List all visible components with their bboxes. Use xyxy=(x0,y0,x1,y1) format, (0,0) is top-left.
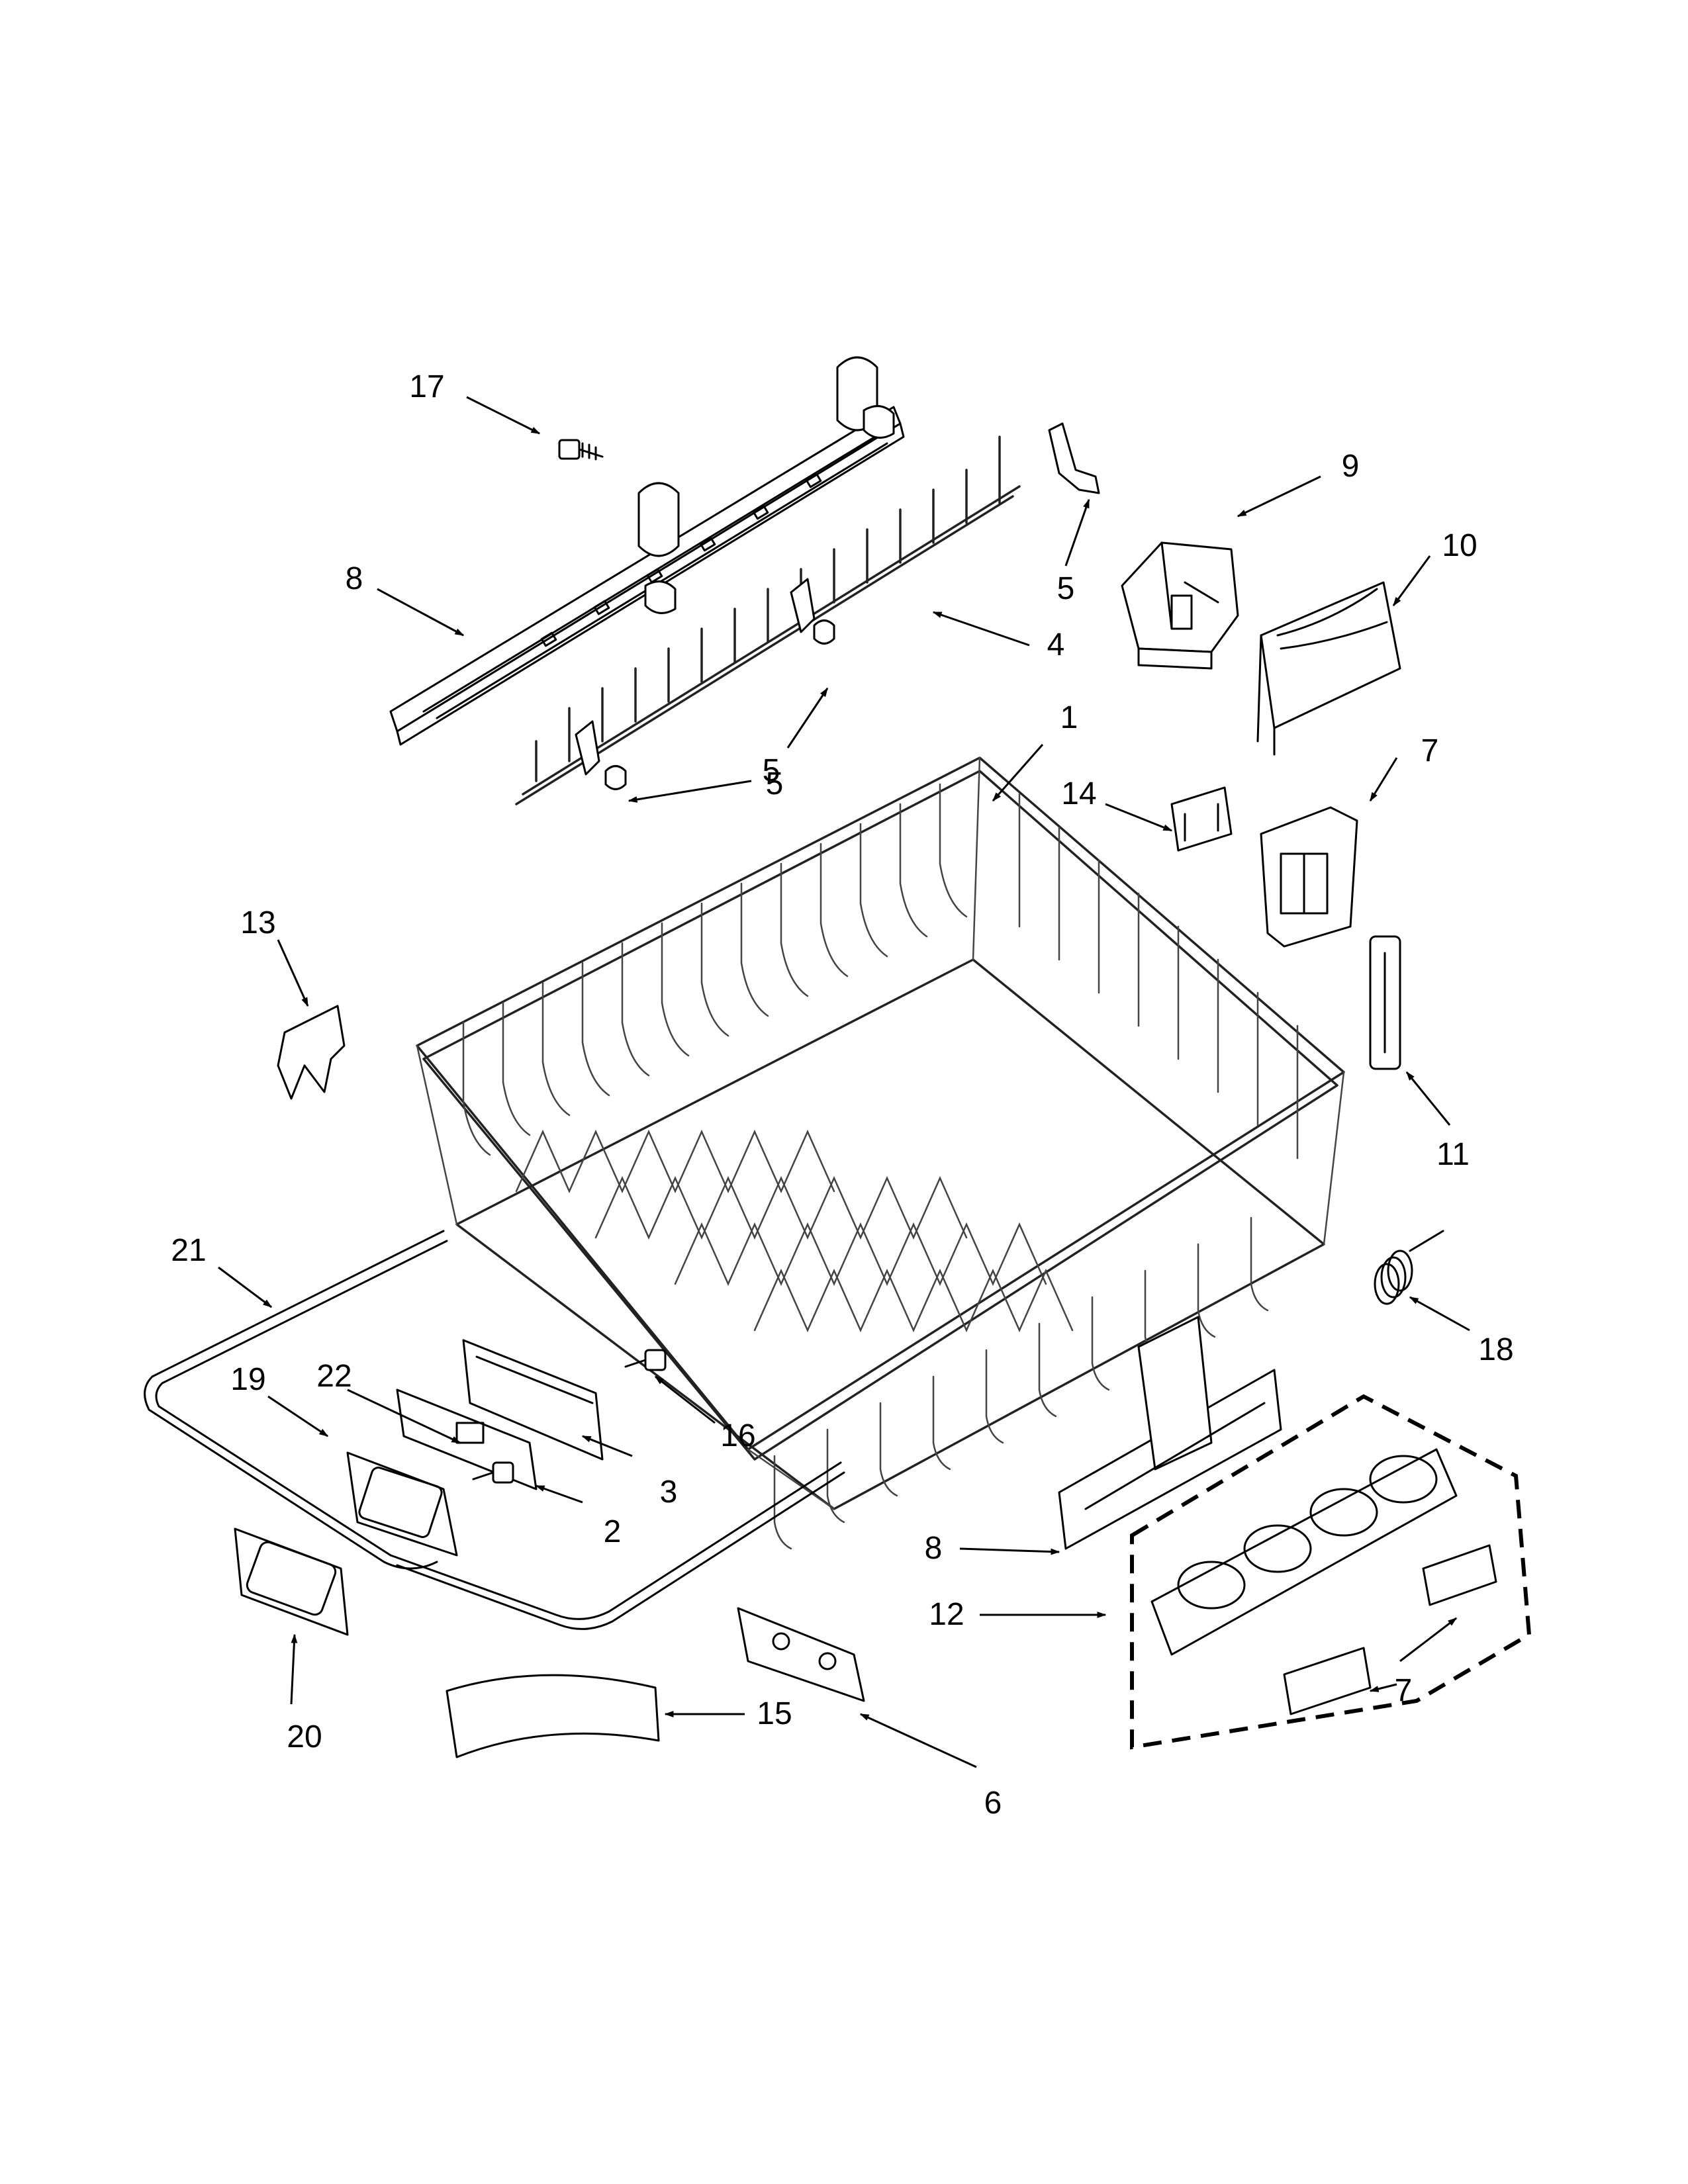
latch-part-13 xyxy=(1369,935,1401,1070)
bracket-part-9 xyxy=(1260,806,1358,948)
callout-5-left: 5 xyxy=(766,766,784,801)
slide-bracket-part-10 xyxy=(1058,1316,1282,1550)
callout-17: 15 xyxy=(757,1696,792,1731)
callout-14: 12 xyxy=(929,1597,964,1632)
callout-1: 1 xyxy=(1060,700,1078,735)
callout-13: 11 xyxy=(1436,1137,1470,1172)
callout-24: 22 xyxy=(316,1359,352,1394)
callout-12: 10 xyxy=(1442,528,1477,563)
screw-part-19 xyxy=(558,439,604,461)
bracket-part-12 xyxy=(1256,581,1401,756)
callout-7: 7 xyxy=(1395,1673,1413,1708)
clip-part-5-mid xyxy=(813,619,835,645)
callout-20: 18 xyxy=(1478,1332,1513,1367)
frame-part-23 xyxy=(144,1230,845,1630)
callout-8: 8 xyxy=(346,561,363,596)
callout-21: 19 xyxy=(230,1362,265,1397)
callout-9: 7 xyxy=(1421,733,1439,768)
cover-part-17 xyxy=(445,1674,660,1758)
callout-4: 4 xyxy=(1047,627,1065,662)
bracket-part-6 xyxy=(737,1607,865,1702)
callout-22: 20 xyxy=(287,1719,322,1754)
screw-part-18 xyxy=(624,1349,667,1371)
callout-6: 6 xyxy=(984,1786,1002,1821)
clip-part-5-top xyxy=(1048,422,1100,494)
clip-part-5-left xyxy=(604,765,627,790)
callout-19: 17 xyxy=(409,369,444,404)
handle-bracket-part-21 xyxy=(346,1451,458,1557)
callout-2: 2 xyxy=(604,1514,622,1549)
screw-part-24 xyxy=(472,1461,514,1484)
bracket-part-11 xyxy=(1121,541,1239,670)
spring-part-20 xyxy=(1374,1230,1444,1305)
clip-part-7-right xyxy=(1422,1544,1497,1606)
upper-dish-rack-part xyxy=(416,756,1345,1550)
callout-16: 14 xyxy=(1061,776,1096,811)
callout-23: 21 xyxy=(171,1233,206,1268)
handle-part-22 xyxy=(234,1527,349,1636)
clip-part-15 xyxy=(277,1005,346,1100)
callout-5-mid: 5 xyxy=(763,753,780,788)
clip-part-7-left xyxy=(1283,1647,1372,1715)
cover-part-3 xyxy=(462,1339,604,1461)
callout-18: 16 xyxy=(720,1418,755,1453)
cup-shelf-part-14 xyxy=(1150,1448,1458,1656)
leader-lines xyxy=(218,396,1470,1768)
assembly-group-box xyxy=(1130,1394,1532,1750)
tine-row-part xyxy=(515,435,1021,805)
callout-11: 9 xyxy=(1342,449,1360,484)
rail-track-part xyxy=(389,356,905,746)
bracket-part-16 xyxy=(1170,786,1233,852)
callout-10: 8 xyxy=(925,1531,943,1566)
callout-15: 13 xyxy=(240,905,275,940)
callout-5-top: 5 xyxy=(1057,571,1075,606)
callout-3: 3 xyxy=(660,1475,678,1510)
